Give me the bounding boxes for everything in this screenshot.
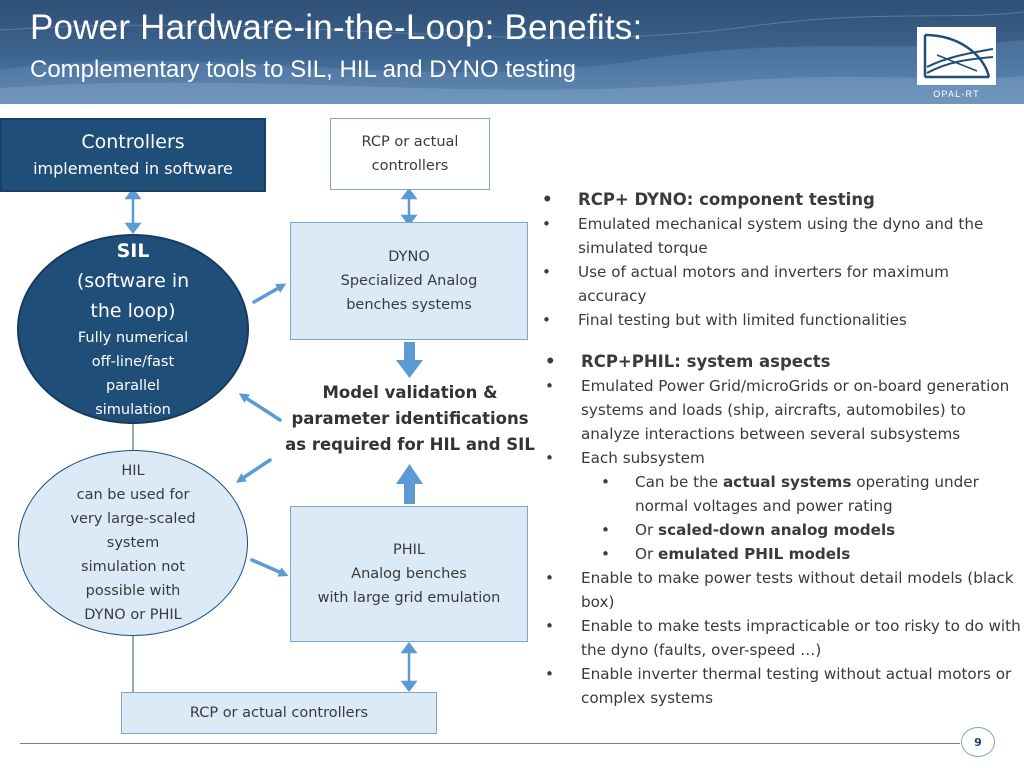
group2-item: Enable to make tests impracticable or to… [541,614,1022,662]
dyno-title: DYNO [388,249,430,265]
group1-item: Final testing but with limited functiona… [538,308,1018,332]
group2-subitem: Can be the actual systems operating unde… [541,470,1022,518]
subitem-bold: actual systems [722,473,852,491]
center-to-hil-arrow [235,458,272,483]
rcp-top-box: RCP or actual controllers [330,118,490,190]
group2-item: Enable inverter thermal testing without … [541,662,1022,710]
slide-title: Power Hardware-in-the-Loop: Benefits: [30,8,643,47]
logo-text: OPAL-RT [933,89,980,99]
rcp-top-line1: RCP or actual [361,134,459,150]
phil-line3: with large grid emulation [317,590,501,606]
header-wave-decoration [0,11,1024,104]
sil-line6: simulation [95,402,171,418]
hil-ellipse: HIL can be used for very large-scaled sy… [18,450,248,636]
controllers-software-line1: Controllers [81,131,185,153]
model-validation-line3: as required for HIL and SIL [285,435,535,454]
slide-subtitle: Complementary tools to SIL, HIL and DYNO… [30,56,577,83]
sil-title: SIL [116,240,150,262]
page-number: 9 [961,727,995,757]
hil-to-phil-arrow [250,558,289,577]
bullets-group-2: RCP+PHIL: system aspects Emulated Power … [541,350,1022,710]
model-validation-text: Model validation & parameter identificat… [285,380,535,458]
controllers-software-line2: implemented in software [33,159,233,178]
controllers-sil-arrow [124,187,142,235]
bullets-group-1: RCP+ DYNO: component testing Emulated me… [538,188,1018,332]
rcp-bottom-box: RCP or actual controllers [121,692,437,734]
model-validation-line2: parameter identifications [291,409,529,428]
hil-line3: very large-scaled [70,511,196,527]
hil-line6: possible with [85,583,181,599]
rcp-bottom-label: RCP or actual controllers [189,705,369,721]
rcp-top-line2: controllers [371,158,449,174]
group2-subitem: Or emulated PHIL models [541,542,1022,566]
sil-to-dyno-arrow [252,283,287,304]
group2-item: Emulated Power Grid/microGrids or on-boa… [541,374,1022,446]
group2-subitem: Or scaled-down analog models [541,518,1022,542]
model-validation-line1: Model validation & [322,383,498,402]
subitem-text: Or [635,545,659,563]
group1-item: Use of actual motors and inverters for m… [538,260,1018,308]
subitem-text: operating under normal voltages and powe… [635,473,979,515]
group2-item: Enable to make power tests without detai… [541,566,1022,614]
group2-item: Each subsystem [541,446,1022,470]
subitem-text: Can be the [635,473,723,491]
group1-heading: RCP+ DYNO: component testing [538,188,1018,212]
dyno-line2: Specialized Analog [340,273,478,289]
phil-line2: Analog benches [351,566,467,582]
slide-header: Power Hardware-in-the-Loop: Benefits: Co… [0,0,1024,104]
subitem-text: Or [635,521,659,539]
group1-item: Emulated mechanical system using the dyn… [538,212,1018,260]
controllers-software-box: Controllers implemented in software [0,118,266,192]
opal-rt-logo: OPAL-RT [917,27,996,99]
subitem-bold: emulated PHIL models [658,545,851,563]
rcp-dyno-arrow [400,187,418,227]
center-to-sil-arrow [238,393,282,422]
logo-mark [917,27,996,85]
hil-line2: can be used for [76,487,190,503]
group2-heading: RCP+PHIL: system aspects [541,350,1022,374]
phil-rcp-arrow [400,641,418,693]
subitem-bold: scaled-down analog models [658,521,896,539]
dyno-to-center-arrow [396,342,423,378]
hil-line4: system [106,535,160,551]
sil-line5: parallel [106,378,160,394]
sil-line2: the loop) [90,300,176,322]
dyno-box: DYNO Specialized Analog benches systems [290,222,528,340]
sil-line4: off-line/fast [91,354,175,370]
sil-line1: (software in [76,270,190,292]
hil-title: HIL [121,463,145,479]
sil-line3: Fully numerical [77,330,189,346]
sil-ellipse: SIL (software in the loop) Fully numeric… [17,234,249,424]
dyno-line3: benches systems [346,297,472,313]
phil-box: PHIL Analog benches with large grid emul… [290,506,528,642]
hil-line5: simulation not [81,559,185,575]
footer-divider [20,743,960,744]
logo-icon [923,33,994,79]
phil-title: PHIL [392,542,425,558]
hil-line7: DYNO or PHIL [84,607,182,623]
phil-to-center-arrow [396,464,423,504]
